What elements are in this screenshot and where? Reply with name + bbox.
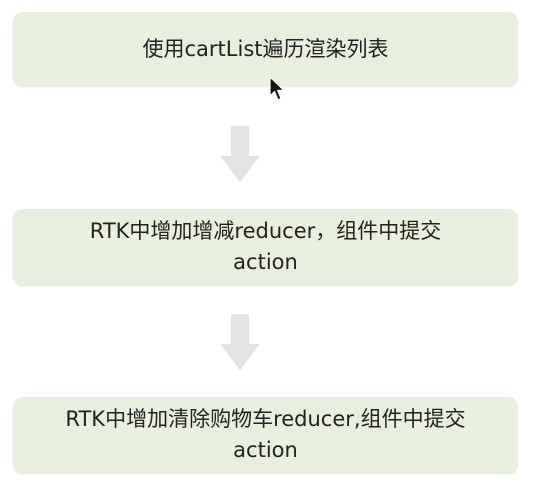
flow-step-3: RTK中增加清除购物车reducer,组件中提交 action [13,397,518,473]
flow-step-2: RTK中增加增减reducer，组件中提交 action [13,209,518,285]
flow-step-1: 使用cartList遍历渲染列表 [13,12,518,86]
flow-step-2-line-1: RTK中增加增减reducer，组件中提交 [89,219,442,243]
flow-step-2-line-2: action [233,250,298,274]
flow-step-3-line-1: RTK中增加清除购物车reducer,组件中提交 [65,407,466,431]
flow-step-3-line-2: action [233,438,298,462]
arrow-down-icon [220,126,260,182]
arrow-down-icon [220,314,260,370]
mouse-cursor-icon [269,76,285,101]
flow-step-1-text: 使用cartList遍历渲染列表 [142,36,389,61]
